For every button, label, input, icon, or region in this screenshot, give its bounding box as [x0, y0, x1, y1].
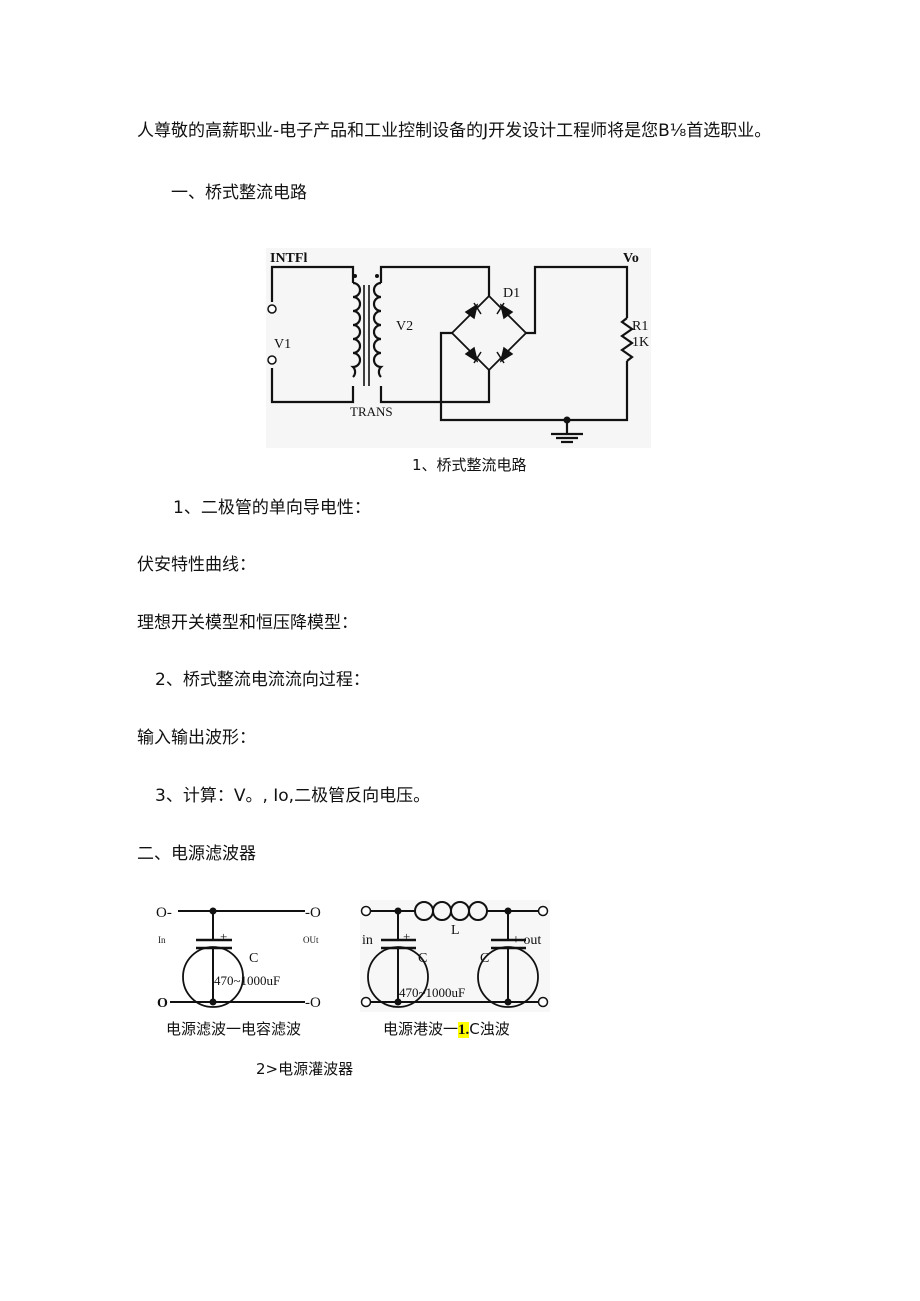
terminal-in-top: [360, 905, 372, 917]
terminal-in-bottom: [360, 996, 372, 1008]
terminal-out-top: [537, 905, 549, 917]
load-return-wire: [439, 331, 629, 422]
in-label: In: [158, 935, 166, 945]
bridge-rectifier-diagram: INTFl Vo D1 V1 V2 R1 1K TRANS: [266, 248, 651, 448]
v1-terminal-top: [267, 304, 277, 314]
section1-title: 一、桥式整流电路: [171, 183, 307, 203]
positive-output-wire: [526, 265, 629, 335]
label-1k: 1K: [632, 335, 649, 350]
o-bottom-right: -O: [305, 995, 321, 1011]
lc-plus1-label: +: [403, 929, 410, 944]
node-cap2-top: [504, 907, 512, 915]
item1-heading: 1、二极管的单向导电性：: [173, 498, 371, 518]
lc-in-label: in: [362, 933, 373, 948]
label-r1: R1: [632, 319, 648, 334]
primary-return-wire: [270, 368, 355, 404]
bridge-diamond: [450, 294, 528, 372]
diagram-background: [266, 248, 651, 448]
item3-heading: 3、计算：V。, Io,二极管反向电压。: [155, 786, 431, 806]
intro-line: 人尊敬的高薪职业-电子产品和工业控制设备的J开发设计工程师将是您B⅛首选职业。: [137, 121, 772, 141]
diode-icon-1: [464, 302, 482, 320]
resistor-r1: [620, 317, 634, 362]
dot-secondary: [375, 274, 379, 278]
secondary-top-wire: [379, 265, 491, 296]
diode-icon-4: [496, 346, 514, 364]
cap2-ring: [477, 946, 539, 1008]
o-top-right: -O: [305, 905, 321, 921]
cap1-ring: [367, 946, 429, 1008]
primary-coil: [350, 281, 362, 378]
lc-c2-label: C: [480, 951, 489, 966]
item2-heading: 2、桥式整流电流流向过程：: [155, 670, 370, 690]
node-cap2-bottom: [504, 998, 512, 1006]
waveform-line: 输入输出波形：: [137, 728, 256, 748]
node-bottom: [209, 998, 217, 1006]
dot-primary: [353, 274, 357, 278]
right-caption-highlight: 1.: [458, 1022, 470, 1038]
diode-icon-3: [464, 346, 482, 364]
cap-ring: [182, 946, 244, 1008]
terminal-out-bottom: [537, 996, 549, 1008]
right-filter-caption: 电源港波一1.C浊波: [383, 1018, 510, 1039]
label-input: INTFl: [270, 251, 307, 266]
left-filter-caption: 电源滤波一电容滤波: [166, 1020, 302, 1038]
lc-cap-value: 470~1000uF: [399, 985, 465, 1000]
section2-title: 二、电源滤波器: [137, 844, 256, 864]
primary-wire: [270, 265, 355, 302]
secondary-coil: [372, 281, 384, 378]
node-top: [209, 907, 217, 915]
right-caption-pre: 电源港波一: [383, 1020, 459, 1038]
node-cap1-bottom: [394, 998, 402, 1006]
node-cap1-top: [394, 907, 402, 915]
secondary-bottom-wire: [379, 370, 491, 404]
diode-icon-2: [496, 302, 514, 320]
o-top-left: O-: [156, 905, 172, 921]
label-v2: V2: [396, 319, 413, 334]
figure2-caption: 2>电源灌波器: [256, 1060, 354, 1078]
label-vo: Vo: [623, 251, 639, 266]
right-caption-post: C浊波: [469, 1020, 510, 1038]
lc-l-label: L: [451, 923, 460, 938]
o-bottom-left: O: [157, 996, 168, 1011]
out-label: OUt: [303, 935, 319, 945]
v1-terminal-bottom: [267, 355, 277, 365]
model-line: 理想开关模型和恒压降模型：: [137, 613, 358, 633]
label-trans: TRANS: [350, 404, 393, 419]
ground-node: [563, 416, 571, 424]
figure1-caption: 1、桥式整流电路: [412, 456, 527, 474]
plus-label: +: [220, 929, 227, 944]
lc-c1-label: C: [418, 951, 427, 966]
label-v1: V1: [274, 337, 291, 352]
c-label: C: [249, 951, 258, 966]
cap-value: 470~1000uF: [214, 973, 280, 988]
va-curve-line: 伏安特性曲线：: [137, 555, 256, 575]
label-d1: D1: [503, 286, 520, 301]
lc-plus-out-label: + out: [512, 933, 541, 948]
